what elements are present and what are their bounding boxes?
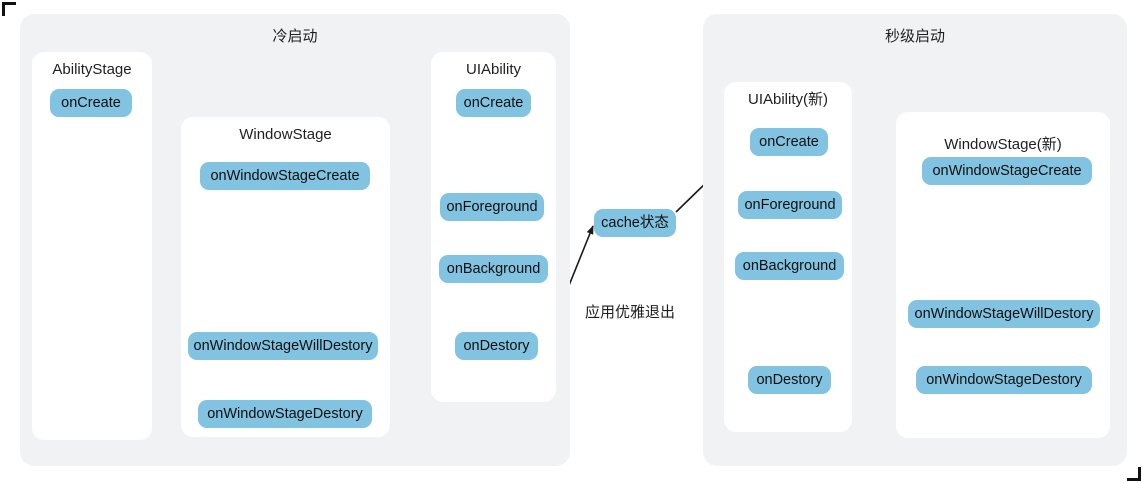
node-nw-will[interactable]: onWindowStageWillDestory [908, 300, 1100, 328]
node-n-back[interactable]: onBackground [735, 252, 844, 280]
node-nw-destory[interactable]: onWindowStageDestory [916, 366, 1092, 394]
node-ua-oncreate[interactable]: onCreate [456, 89, 531, 117]
crop-mark-top-left [2, 2, 16, 16]
node-ws-destory[interactable]: onWindowStageDestory [198, 400, 372, 428]
node-as-oncreate[interactable]: onCreate [50, 89, 132, 117]
card-title-uiability-new: UIAbility(新) [747, 91, 828, 108]
panel-title-warm: 秒级启动 [884, 28, 945, 45]
node-ws-will[interactable]: onWindowStageWillDestory [188, 332, 378, 360]
node-n-fore[interactable]: onForeground [738, 191, 842, 219]
card-title-windowstage: WindowStage [239, 126, 332, 143]
node-n-destory[interactable]: onDestory [748, 366, 831, 394]
node-ua-back[interactable]: onBackground [439, 255, 548, 283]
card-title-abilitystage: AbilityStage [52, 61, 132, 78]
node-n-oncreate[interactable]: onCreate [750, 128, 828, 156]
node-cache-state[interactable]: cache状态 [594, 209, 676, 237]
node-ua-fore[interactable]: onForeground [440, 193, 544, 221]
node-ws-create[interactable]: onWindowStageCreate [200, 162, 370, 190]
card-title-uiability: UIAbility [465, 61, 521, 78]
node-nw-create[interactable]: onWindowStageCreate [922, 157, 1092, 185]
free-label-0: 应用优雅退出 [585, 304, 676, 321]
node-ua-destory[interactable]: onDestory [455, 332, 538, 360]
crop-mark-bottom-right [1127, 467, 1141, 481]
panel-title-cold: 冷启动 [272, 28, 318, 45]
card-title-windowstage-new: WindowStage(新) [944, 136, 1062, 153]
